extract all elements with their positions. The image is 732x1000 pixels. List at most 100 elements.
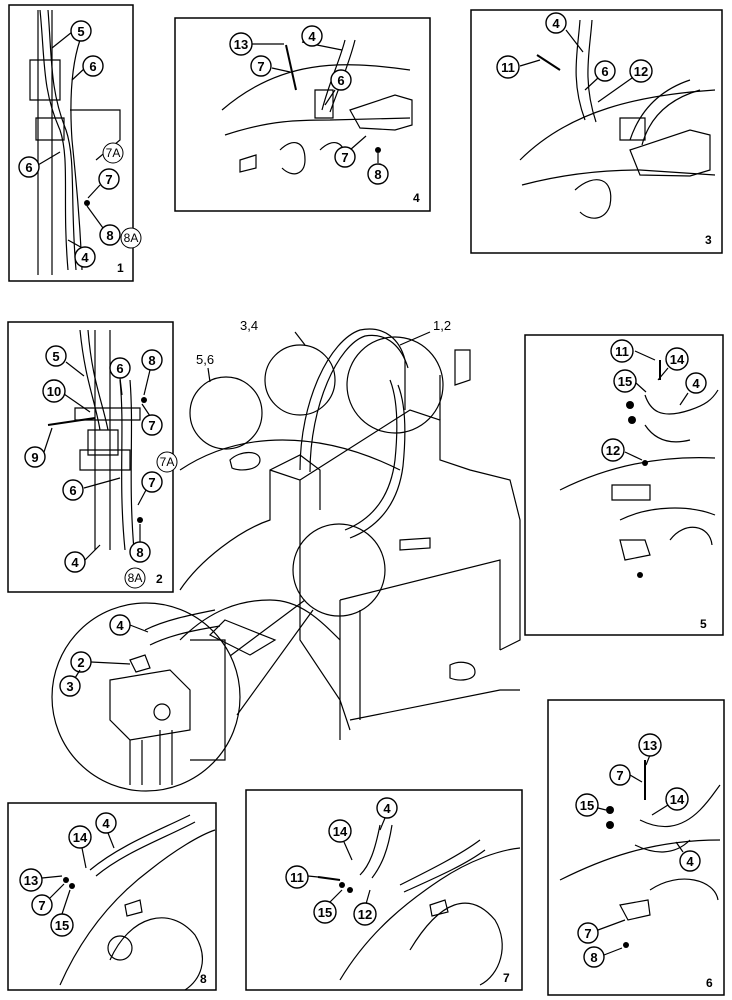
panel-1-ref-7a-label: 7A bbox=[106, 146, 121, 160]
main-view-label-5-6: 5,6 bbox=[196, 352, 214, 367]
panel-5-callout-4-label: 4 bbox=[692, 376, 700, 391]
panel-5-fastener-b bbox=[637, 572, 643, 578]
panel-8-number: 8 bbox=[200, 972, 207, 986]
panel-4-callout-7a bbox=[250, 55, 272, 77]
panel-1-hose-c bbox=[70, 39, 83, 271]
panel-1-ref-7a bbox=[102, 142, 124, 164]
panel-2-callout-8b-label: 8 bbox=[136, 545, 143, 560]
main-view-plate bbox=[208, 619, 277, 656]
panel-7-nut-a bbox=[339, 882, 345, 888]
panel-6: 13 7 15 14 4 7 8 6 bbox=[547, 699, 725, 996]
panel-5-hose-a bbox=[644, 389, 719, 415]
panel-4-callout-7b-label: 7 bbox=[341, 150, 348, 165]
main-view-leader-3-4 bbox=[294, 331, 306, 346]
panel-2-callout-7a-label: 7 bbox=[148, 418, 155, 433]
panel-6-hose-b bbox=[634, 839, 691, 853]
valve-detail-hose-a bbox=[144, 609, 216, 631]
panel-1-callout-4-label: 4 bbox=[81, 250, 89, 265]
panel-5-callout-14-label: 14 bbox=[670, 352, 685, 367]
panel-5-number: 5 bbox=[700, 617, 707, 631]
panel-7-callout-11-label: 11 bbox=[290, 870, 304, 885]
panel-6-hose-a bbox=[639, 784, 721, 828]
panel-5-bracket bbox=[619, 539, 651, 561]
panel-2-callout-6b bbox=[62, 479, 84, 501]
panel-6-callout-15 bbox=[575, 793, 599, 817]
panel-7-number: 7 bbox=[503, 971, 510, 985]
panel-3-number: 3 bbox=[705, 233, 712, 247]
panel-3-frame bbox=[470, 9, 723, 254]
panel-5-leader-12 bbox=[624, 451, 643, 461]
panel-2-callout-6a bbox=[109, 357, 131, 379]
panel-2-callout-9 bbox=[24, 446, 46, 468]
valve-detail-callout-3-label: 3 bbox=[66, 679, 73, 694]
panel-2-callout-8a-label: 8 bbox=[148, 353, 155, 368]
panel-2-clamp bbox=[79, 449, 131, 471]
valve-detail-callout-2-label: 2 bbox=[77, 655, 84, 670]
panel-5-hose-b bbox=[644, 424, 691, 443]
panel-6-callout-14-label: 14 bbox=[670, 792, 685, 807]
panel-3-pin-boss bbox=[574, 179, 612, 219]
panel-3-clamp bbox=[619, 117, 646, 141]
panel-5-callout-15-label: 15 bbox=[618, 374, 632, 389]
panel-2-callout-9-label: 9 bbox=[31, 450, 38, 465]
panel-7-hose-a bbox=[359, 824, 381, 876]
panel-6-callout-14 bbox=[665, 787, 689, 811]
panel-1-callout-7-label: 7 bbox=[105, 172, 112, 187]
panel-3-hose-b bbox=[587, 19, 597, 123]
main-view-frame-top bbox=[299, 409, 521, 651]
panel-2-leader-8a bbox=[143, 369, 151, 396]
panel-3-hose-c bbox=[629, 79, 691, 141]
panel-1-callout-6a bbox=[82, 55, 104, 77]
panel-2-leader-6b bbox=[83, 477, 121, 489]
panel-2-leader-7b bbox=[137, 489, 147, 506]
valve-detail-circle bbox=[51, 602, 241, 792]
panel-2-callout-7b bbox=[141, 471, 163, 493]
main-view-zoom-circle-1-2 bbox=[346, 336, 444, 434]
panel-4-cylinder-mount bbox=[349, 94, 413, 131]
panel-4-callout-4-label: 4 bbox=[308, 29, 316, 44]
panel-6-bracket bbox=[619, 899, 651, 921]
panel-2-ref-7a bbox=[156, 451, 178, 473]
panel-1-valve-block bbox=[29, 59, 61, 101]
panel-7-callout-12 bbox=[353, 902, 377, 926]
panel-4-frame bbox=[174, 17, 431, 212]
main-view-leader-1-2 bbox=[399, 331, 431, 346]
panel-2-leader-5 bbox=[65, 361, 85, 377]
panel-7-bracket bbox=[429, 899, 449, 917]
valve-detail-callout-3 bbox=[59, 675, 81, 697]
panel-2-callout-7a bbox=[141, 414, 163, 436]
main-view-oval-hole bbox=[449, 661, 476, 681]
panel-1-fastener bbox=[84, 200, 90, 206]
panel-1-callout-6a-label: 6 bbox=[89, 59, 96, 74]
panel-3-boom-mid bbox=[521, 169, 716, 186]
panel-4-callout-4 bbox=[301, 25, 323, 47]
valve-detail-callout-4 bbox=[109, 614, 131, 636]
main-view-hose-c bbox=[344, 379, 398, 531]
panel-8-boom bbox=[59, 829, 216, 986]
panel-2-bolt bbox=[47, 417, 96, 426]
panel-6-callout-7b bbox=[577, 922, 599, 944]
panel-4: 13 4 7 6 7 8 4 bbox=[174, 17, 431, 212]
valve-detail-leader-3 bbox=[74, 669, 81, 679]
panel-6-nut-a bbox=[606, 806, 614, 814]
panel-2-callout-7b-label: 7 bbox=[148, 475, 155, 490]
main-view-pin-left bbox=[229, 451, 261, 471]
main-view-label-1-2: 1,2 bbox=[433, 318, 451, 333]
panel-1-leader-5 bbox=[51, 31, 73, 49]
panel-2-leader-4 bbox=[84, 544, 101, 561]
panel-8-hose-b bbox=[95, 821, 196, 877]
panel-5-pin-boss bbox=[669, 526, 713, 546]
panel-5-boom-top bbox=[559, 457, 716, 491]
panel-5-fastener-a bbox=[642, 460, 648, 466]
panel-5-callout-4 bbox=[685, 372, 707, 394]
panel-6-frame bbox=[547, 699, 725, 996]
panel-4-number: 4 bbox=[413, 191, 420, 205]
panel-2-bracket bbox=[74, 407, 141, 421]
panel-1: 5 6 6 7A 7 8 8A 4 1 bbox=[8, 4, 142, 282]
panel-1-leader-6b bbox=[37, 151, 61, 166]
panel-4-plate bbox=[239, 154, 257, 173]
main-view-hose-a bbox=[299, 328, 406, 471]
panel-7-leader-4 bbox=[379, 817, 386, 831]
panel-2-callout-6a-label: 6 bbox=[116, 361, 123, 376]
